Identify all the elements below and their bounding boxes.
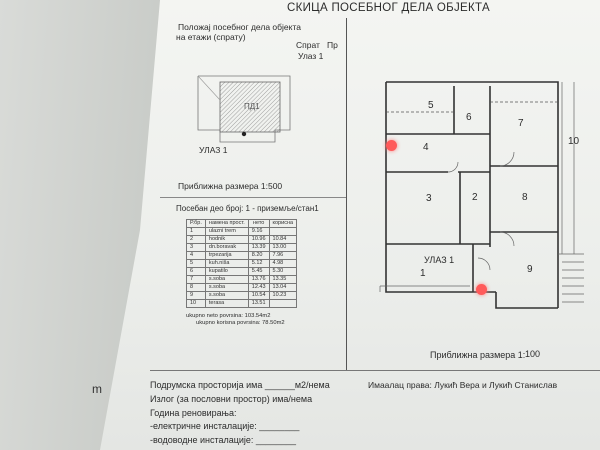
table-cell: 8.20: [247, 251, 270, 260]
table-cell: 10.54: [247, 291, 270, 300]
total-usable-area: ukupno korisna povrsina: 78.50m2: [196, 320, 285, 326]
table-cell: 10.23: [268, 291, 298, 300]
floor-value: Пр: [327, 40, 338, 50]
table-cell: [268, 299, 298, 308]
table-cell: 4: [186, 251, 206, 260]
basement-line: Подрумска просторија има ______м2/нема: [150, 380, 330, 390]
table-cell: terasa: [204, 299, 249, 308]
room-2-label: 2: [472, 192, 478, 203]
document-title: СКИЦА ПОСЕБНОГ ДЕЛА ОБЈЕКТА: [287, 2, 490, 14]
table-cell: 13.51: [247, 299, 270, 308]
room-1-label: 1: [420, 268, 426, 279]
table-cell: 6: [186, 267, 206, 276]
table-cell: kuh.niša: [204, 259, 249, 268]
table-cell: 1: [186, 227, 206, 236]
plan-scale-value: 100: [525, 349, 541, 359]
table-header: корисна: [268, 219, 298, 228]
total-net-area: ukupno neto povrsina: 103.54m2: [186, 313, 271, 319]
table-cell: 13.04: [268, 283, 298, 292]
table-cell: 10.84: [268, 235, 298, 244]
table-cell: 5: [186, 259, 206, 268]
table-cell: 8: [186, 283, 206, 292]
table-cell: 9: [186, 291, 206, 300]
underlying-page-text: m: [92, 382, 102, 396]
frame-divider: [346, 18, 347, 370]
table-cell: 13.35: [268, 275, 298, 284]
site-unit-tag: ПД1: [244, 102, 260, 111]
shopwindow-line: Излог (за пословни простор) има/нема: [150, 394, 313, 404]
site-entrance-label: УЛАЗ 1: [199, 145, 228, 155]
room-3-label: 3: [426, 193, 432, 204]
table-cell: 13.76: [247, 275, 270, 284]
table-cell: ulazni trem: [204, 227, 249, 236]
table-cell: hodnik: [204, 235, 249, 244]
table-cell: 4.98: [268, 259, 298, 268]
renovation-year-label: Година реновирања:: [150, 408, 237, 418]
site-scale-label: Приближна размера 1:500: [178, 181, 283, 191]
table-header-row: Р.бр. намена прост. нето корисна: [186, 219, 298, 228]
table-cell: s.soba: [204, 275, 249, 284]
table-cell: 9.16: [247, 227, 270, 236]
table-cell: 5.45: [247, 267, 270, 276]
room-6-label: 6: [466, 112, 472, 123]
entrance-label: Улаз 1: [298, 51, 324, 61]
room-9-label: 9: [527, 264, 533, 275]
floor-label: Спрат: [296, 40, 320, 50]
table-cell: dn.boravak: [204, 243, 249, 252]
table-cell: s.soba: [204, 283, 249, 292]
table-cell: 10.96: [247, 235, 270, 244]
water-install-line: -водоводне инсталације: ________: [150, 435, 296, 445]
room-7-label: 7: [518, 118, 524, 129]
position-line-1: Положај посебног дела објекта: [178, 22, 301, 32]
frame-divider-horizontal: [150, 370, 600, 371]
owner-line: Имаалац права: Лукић Вера и Лукић Станис…: [368, 380, 558, 390]
unit-frame-top: [160, 197, 346, 198]
room-5-label: 5: [428, 100, 434, 111]
table-header: намена прост.: [204, 219, 249, 228]
table-cell: 12.43: [247, 283, 270, 292]
unit-title: Посебан део број: 1 - приземље/стан1: [176, 204, 319, 213]
table-header: нето: [247, 219, 270, 228]
table-cell: 7: [186, 275, 206, 284]
table-cell: 7.96: [268, 251, 298, 260]
table-cell: 3: [186, 243, 206, 252]
table-cell: 13.39: [247, 243, 270, 252]
table-cell: 2: [186, 235, 206, 244]
table-header: Р.бр.: [186, 219, 206, 228]
table-cell: 5.30: [268, 267, 298, 276]
document-sheet: [100, 0, 600, 450]
position-line-2: на етажи (спрату): [176, 32, 246, 42]
table-cell: kupatilo: [204, 267, 249, 276]
highlight-dot: [386, 140, 397, 151]
table-cell: 10: [186, 299, 206, 308]
room-4-label: 4: [423, 142, 429, 153]
table-cell: s.soba: [204, 291, 249, 300]
room-8-label: 8: [522, 192, 528, 203]
highlight-dot: [476, 284, 487, 295]
plan-scale-label: Приближна размера 1:: [430, 350, 526, 360]
table-cell: 5.12: [247, 259, 270, 268]
electric-install-line: -електричне инсталације: ________: [150, 421, 300, 431]
plan-entrance-label: УЛАЗ 1: [424, 255, 455, 265]
floor-plan: [379, 81, 584, 309]
room-10-label: 10: [568, 136, 580, 147]
table-cell: 13.00: [268, 243, 298, 252]
table-cell: trpezarija: [204, 251, 249, 260]
site-plan-sketch: [197, 75, 291, 143]
table-cell: [268, 227, 298, 236]
